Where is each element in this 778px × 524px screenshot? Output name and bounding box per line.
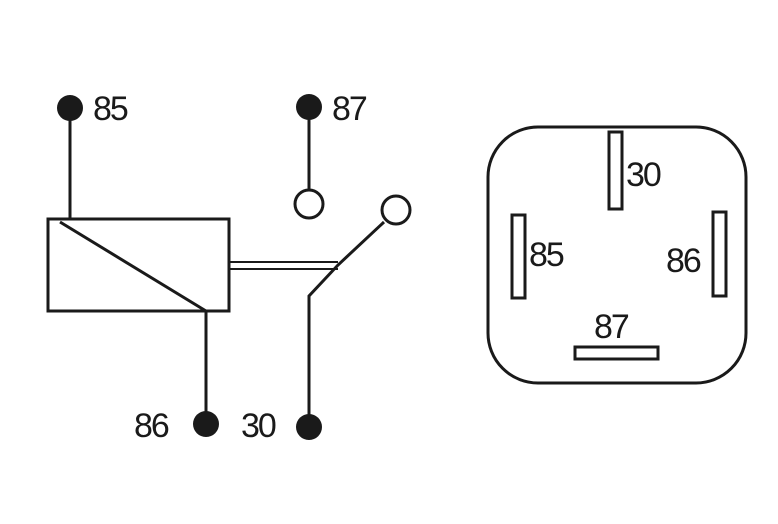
coil-box xyxy=(46,217,231,313)
switch-arm xyxy=(307,220,386,424)
relay-schematic: 85 86 87 30 xyxy=(46,90,412,445)
footprint-pin-30-label: 30 xyxy=(626,156,661,194)
contact-arm-end xyxy=(380,194,412,226)
footprint-pin-87-label: 87 xyxy=(594,308,629,346)
footprint-pin-87-slot xyxy=(573,345,660,361)
relay-footprint: 30 85 86 87 xyxy=(486,125,748,385)
terminal-30-dot xyxy=(296,414,322,440)
coil-diagonal xyxy=(59,220,207,313)
terminal-87-label: 87 xyxy=(332,90,367,128)
terminal-86-label: 86 xyxy=(134,407,169,445)
footprint-pin-86-label: 86 xyxy=(666,242,701,280)
contact-87-open xyxy=(293,188,325,220)
footprint-outline xyxy=(486,125,748,385)
terminal-85-label: 85 xyxy=(93,90,128,128)
footprint-pin-86-slot xyxy=(711,210,728,298)
footprint-pin-30-slot xyxy=(607,130,624,211)
footprint-pin-85-slot xyxy=(510,213,527,300)
terminal-30-label: 30 xyxy=(241,407,276,445)
terminal-86-dot xyxy=(193,411,219,437)
footprint-pin-85-label: 85 xyxy=(529,236,564,274)
